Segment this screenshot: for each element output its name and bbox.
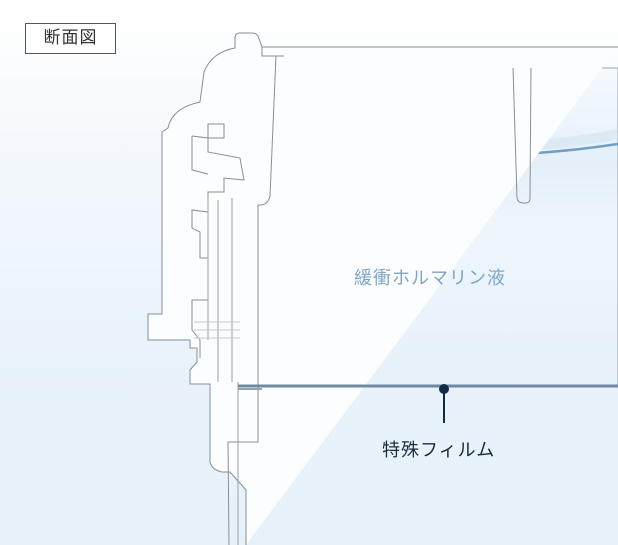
thread-profile <box>191 123 245 358</box>
inner-wall <box>257 55 277 387</box>
film-leader-dot <box>439 384 449 394</box>
probe <box>512 67 532 204</box>
cross-section-title: 断面図 <box>25 23 116 54</box>
buffered-formalin-label: 緩衝ホルマリン液 <box>354 268 506 289</box>
lid-outline <box>147 32 618 545</box>
special-film-label: 特殊フィルム <box>382 440 496 461</box>
